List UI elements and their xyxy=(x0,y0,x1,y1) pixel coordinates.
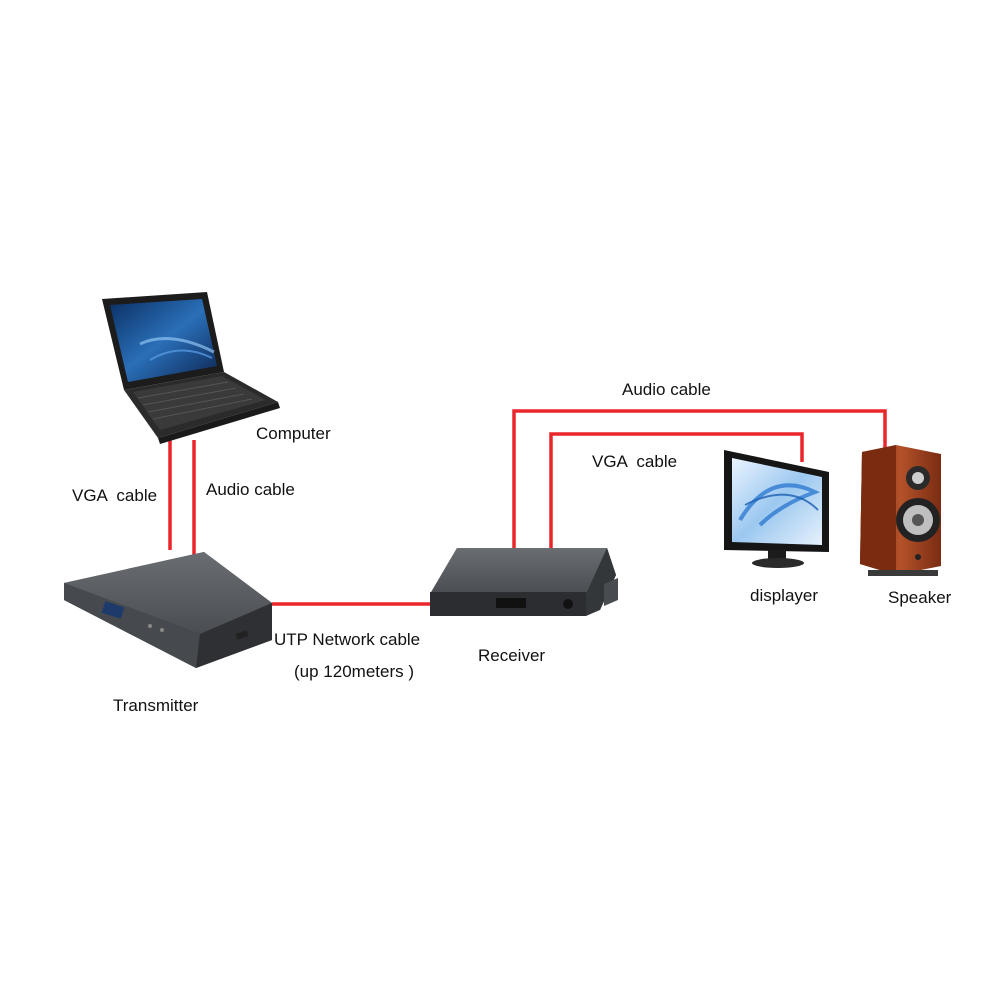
displayer-label: displayer xyxy=(750,586,819,605)
transmitter-box-icon xyxy=(64,552,272,668)
audio-cable-left-label: Audio cable xyxy=(206,480,295,499)
utp-cable-label: UTP Network cable xyxy=(274,630,421,649)
audio-cable-top xyxy=(512,409,887,548)
vga-cable-left-label: VGA cable xyxy=(72,486,158,505)
monitor-icon xyxy=(724,450,829,568)
cables xyxy=(168,409,887,606)
receiver-box-icon xyxy=(430,548,618,616)
utp-length-label: (up 120meters ) xyxy=(294,662,414,681)
transmitter-label: Transmitter xyxy=(113,696,199,715)
vga-cable-top xyxy=(549,432,804,548)
laptop-icon xyxy=(102,292,280,444)
speaker-label: Speaker xyxy=(888,588,952,607)
audio-cable-top-label: Audio cable xyxy=(622,380,711,399)
vga-cable-top-label: VGA cable xyxy=(592,452,678,471)
speaker-icon xyxy=(860,445,941,576)
computer-label: Computer xyxy=(256,424,331,443)
receiver-label: Receiver xyxy=(478,646,546,665)
